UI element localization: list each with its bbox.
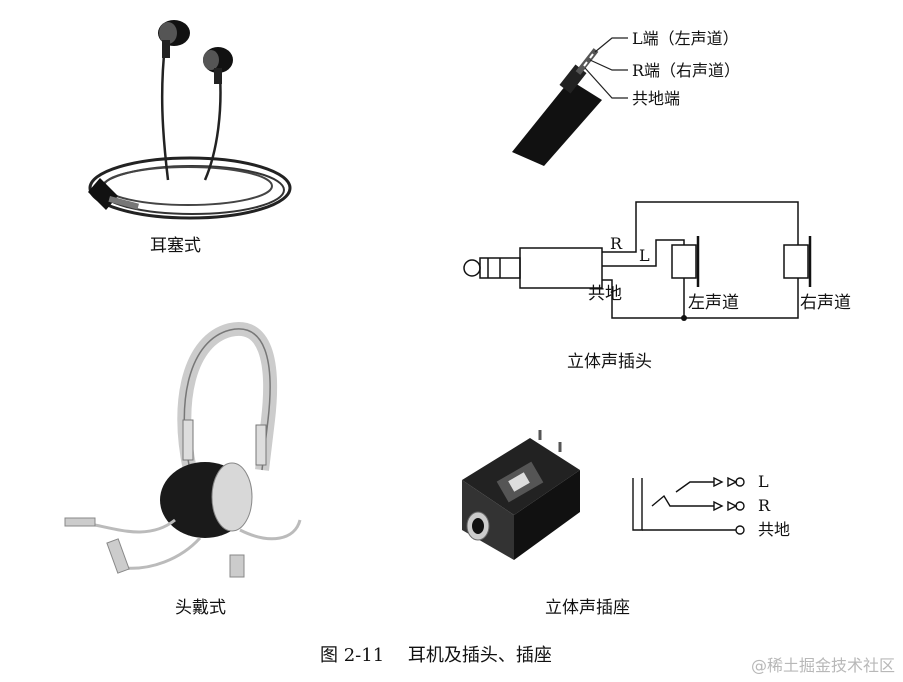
- callout-ground-terminal: 共地端: [632, 89, 681, 108]
- plug-caption: 立体声插头: [567, 352, 652, 372]
- figure-caption: 图 2-11 耳机及插头、插座: [320, 645, 552, 666]
- headband-caption: 头戴式: [175, 598, 226, 618]
- stereo-socket-image: [462, 430, 580, 560]
- socket-terminal-ground: 共地: [758, 520, 791, 539]
- callout-r-terminal: R端（右声道）: [632, 61, 741, 80]
- headband-headphones-image: [64, 321, 302, 578]
- stereo-plug-image: [512, 48, 602, 166]
- speaker-label-left: 左声道: [688, 293, 739, 313]
- wire-label-l: L: [639, 246, 650, 265]
- wire-label-ground: 共地: [588, 284, 622, 304]
- socket-terminal-r: R: [758, 496, 771, 515]
- earbud-caption: 耳塞式: [150, 236, 201, 256]
- callout-l-terminal: L端（左声道）: [632, 29, 739, 48]
- ground-junction-dot: [681, 315, 687, 321]
- plug-callout-lines: [584, 37, 628, 99]
- wire-label-r: R: [610, 234, 623, 253]
- stereo-plug-schematic: [463, 201, 812, 319]
- socket-caption: 立体声插座: [545, 598, 630, 618]
- socket-terminal-l: L: [758, 472, 769, 491]
- speaker-label-right: 右声道: [800, 293, 851, 313]
- watermark: @稀土掘金技术社区: [750, 656, 895, 675]
- earbud-earphones-image: [88, 20, 292, 220]
- stereo-socket-schematic: [632, 476, 745, 535]
